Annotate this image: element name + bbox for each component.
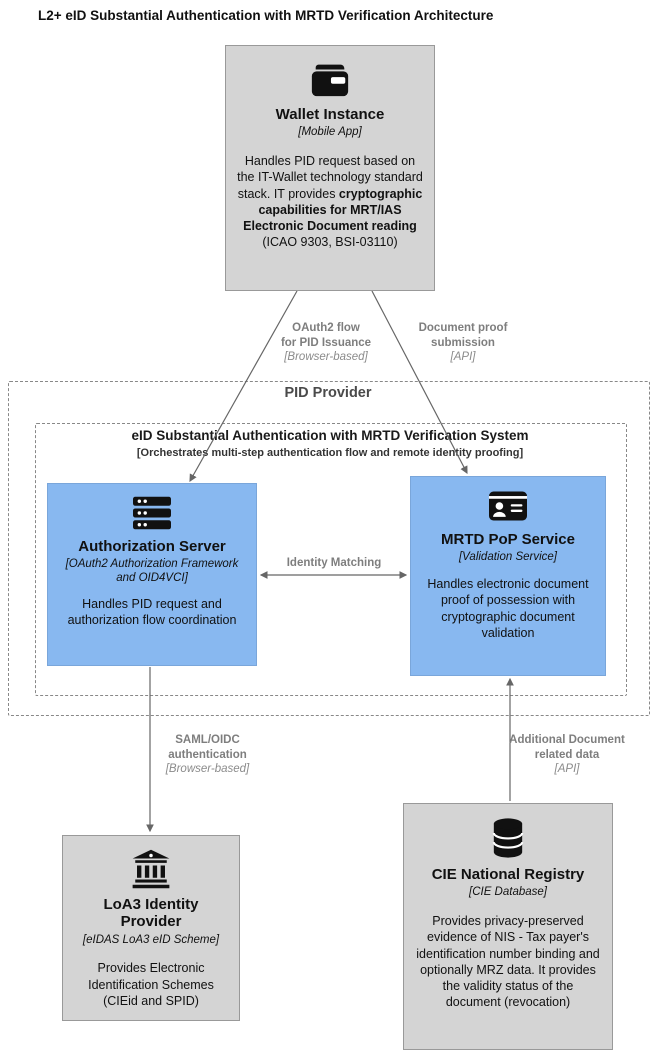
wallet-desc-bold: cryptographic capabilities for MRT/IAS E…	[243, 186, 423, 234]
edge-label-oauth2-sub: [Browser-based]	[284, 351, 368, 364]
node-description: Provides Electronic Identification Schem…	[88, 961, 214, 1008]
edge-label-doc-proof-sub: [API]	[450, 351, 476, 364]
bank-icon	[130, 848, 172, 890]
wallet-icon	[307, 58, 353, 100]
group-eid-system-subtitle: [Orchestrates multi-step authentication …	[136, 447, 524, 459]
edge-label-saml-sub: [Browser-based]	[165, 763, 250, 776]
node-loa3-identity-provider: LoA3 Identity Provider [eIDAS LoA3 eID S…	[62, 835, 240, 1021]
edge-label-doc-proof-text: Document proof submission	[418, 322, 508, 349]
edge-label-additional-doc: Additional Document related data [API]	[502, 733, 632, 777]
node-cie-national-registry: CIE National Registry [CIE Database] Pro…	[403, 803, 613, 1050]
edge-label-doc-proof: Document proof submission [API]	[402, 321, 524, 365]
node-authorization-server: Authorization Server [OAuth2 Authorizati…	[47, 483, 257, 666]
edge-label-oauth2: OAuth2 flow for PID Issuance [Browser-ba…	[256, 321, 396, 365]
database-icon	[488, 816, 528, 860]
node-title: MRTD PoP Service	[441, 531, 575, 548]
id-card-icon	[486, 487, 530, 525]
node-description: Handles PID request based on the IT-Wall…	[236, 153, 424, 251]
node-title: CIE National Registry	[431, 866, 585, 883]
group-eid-system-title: eID Substantial Authentication with MRTD…	[131, 428, 529, 443]
group-pid-provider	[8, 381, 650, 716]
node-subtitle: [eIDAS LoA3 eID Scheme]	[82, 933, 220, 946]
edge-label-oauth2-text: OAuth2 flow for PID Issuance	[280, 322, 372, 349]
wallet-desc-post: (ICAO 9303, BSI-03110)	[262, 235, 398, 250]
node-subtitle: [OAuth2 Authorization Framework and OID4…	[65, 558, 239, 585]
node-title: Wallet Instance	[275, 106, 385, 123]
node-description: Handles PID request and authorization fl…	[67, 596, 237, 628]
node-mrtd-pop-service: MRTD PoP Service [Validation Service] Ha…	[410, 476, 606, 676]
group-eid-system	[35, 423, 627, 696]
node-description: Handles electronic document proof of pos…	[427, 577, 589, 640]
node-subtitle: [Mobile App]	[298, 126, 362, 139]
edge-label-additional-doc-text: Additional Document related data	[509, 734, 625, 761]
edge-label-saml: SAML/OIDC authentication [Browser-based]	[150, 733, 265, 777]
node-wallet-instance: Wallet Instance [Mobile App] Handles PID…	[225, 45, 435, 291]
node-subtitle: [CIE Database]	[469, 886, 547, 899]
edge-label-identity-matching-text: Identity Matching	[286, 557, 382, 569]
node-title: LoA3 Identity Provider	[103, 896, 199, 931]
node-description: Provides privacy-preserved evidence of N…	[416, 914, 600, 1010]
edge-label-saml-text: SAML/OIDC authentication	[168, 734, 247, 761]
node-title: Authorization Server	[78, 538, 226, 555]
edge-label-additional-doc-sub: [API]	[554, 763, 580, 776]
group-pid-provider-label: PID Provider	[284, 385, 372, 401]
node-subtitle: [Validation Service]	[458, 551, 557, 564]
wallet-desc-pre: Handles PID request based on the IT-Wall…	[237, 154, 423, 201]
server-icon	[130, 494, 174, 532]
page-title: L2+ eID Substantial Authentication with …	[38, 8, 494, 23]
edge-label-identity-matching: Identity Matching	[273, 556, 395, 571]
